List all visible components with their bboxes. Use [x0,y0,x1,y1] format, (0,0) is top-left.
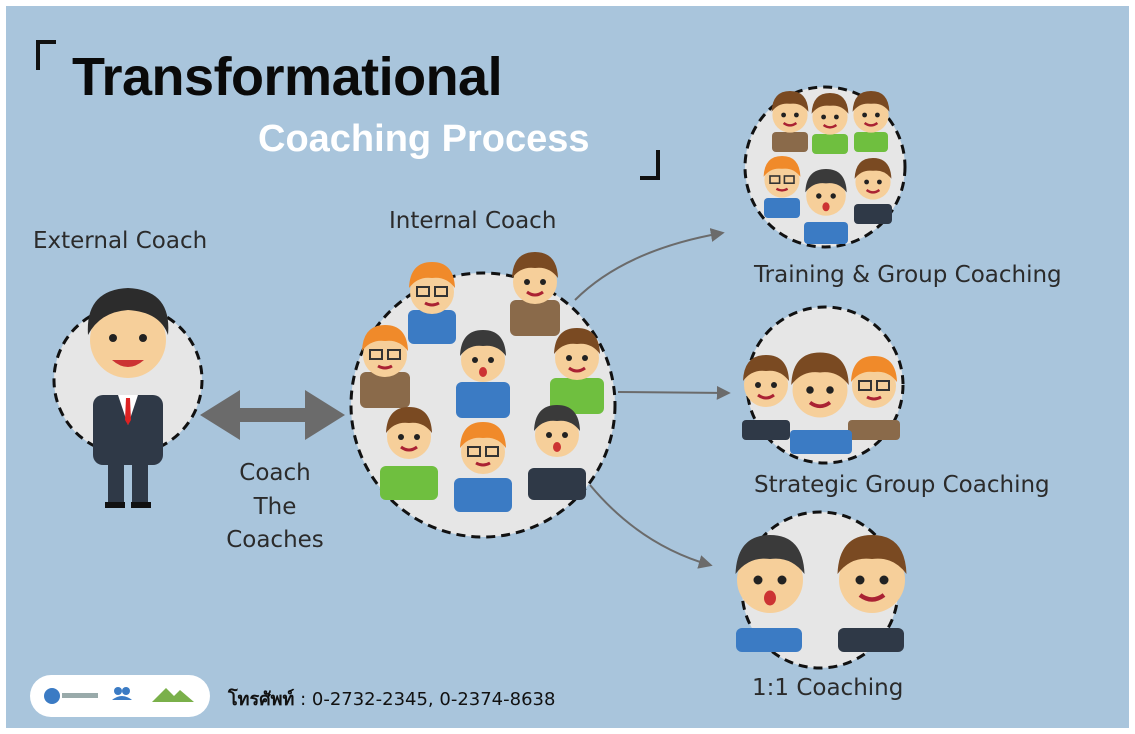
coach-the-coaches-line-1: Coach [239,460,311,486]
arrow-right-head [305,390,345,440]
bracket-top-left [36,40,56,70]
external-coach-label: External Coach [33,228,208,254]
footer-logos [30,675,210,717]
mountain-logo [152,688,194,702]
phone-numbers: : 0-2732-2345, 0-2374-8638 [294,689,556,710]
internal-coach-team [360,250,604,512]
external-coach-figure [87,288,169,508]
people-logo [112,687,132,700]
training-group-team [762,89,893,244]
outcome-label-strategic: Strategic Group Coaching [754,472,1050,498]
phone-line: โทรศัพท์ : 0-2732-2345, 0-2374-8638 [228,684,555,713]
arrow-to-one-on-one [589,484,713,569]
title-sub: Coaching Process [258,118,590,160]
one-on-one-team [735,535,907,652]
arrow-to-strategic [617,385,731,400]
outcome-label-training: Training & Group Coaching [754,262,1062,288]
internal-coach-label: Internal Coach [389,208,557,234]
phone-label: โทรศัพท์ [228,689,295,710]
coach-the-coaches-line-2: The [253,494,297,520]
logo-strip [30,675,210,717]
outcome-label-one-on-one: 1:1 Coaching [752,675,904,701]
arrow-to-training [574,228,725,301]
title-main: Transformational [72,47,503,107]
arrow-left-head [200,390,240,440]
strategic-group-team [741,350,900,454]
coach-the-coaches-line-3: Coaches [226,527,324,553]
training-logo [44,688,98,704]
bracket-bottom-right [640,150,660,180]
